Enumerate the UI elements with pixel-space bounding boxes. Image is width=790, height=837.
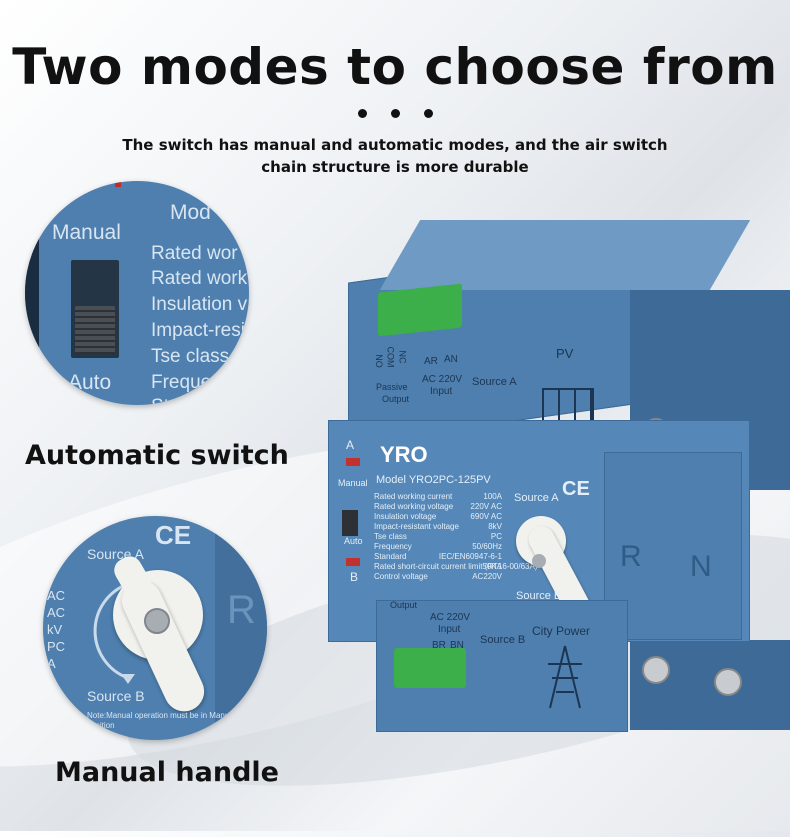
bottom-input-label: Input: [438, 624, 461, 635]
bottom-terminal-block: [394, 648, 466, 688]
terminal-ar: AR: [424, 356, 438, 367]
n-terminal-label: N: [690, 550, 712, 583]
manual-label: Manual: [338, 478, 368, 488]
spec-line: Insulation v: [151, 294, 248, 315]
indicator-b-led: [346, 558, 360, 566]
r-mark: R: [227, 588, 256, 632]
page-subtitle: The switch has manual and automatic mode…: [122, 136, 668, 176]
caption-automatic-switch: Automatic switch: [25, 440, 289, 471]
transfer-switch-device: NO COM NC AR AN Passive Output AC 220V I…: [320, 220, 790, 750]
side-label: kV: [47, 622, 63, 637]
spec-line: Frequen: [151, 372, 222, 393]
spec-row: Rated working current 100A: [374, 492, 502, 502]
mode-switch-knob[interactable]: [75, 306, 115, 354]
spec-label: Standard: [374, 552, 407, 561]
label-auto: Auto: [68, 371, 112, 394]
spec-line: Rated wor: [151, 243, 238, 264]
spec-label: Rated working current: [374, 492, 453, 501]
spec-value: 50KA: [482, 562, 502, 571]
indicator-a-led: [346, 458, 360, 466]
ce-mark: CE: [155, 520, 192, 550]
bottom-output-label: Output: [390, 600, 418, 610]
indicator-b-label: B: [350, 570, 359, 584]
passive-label: Passive: [376, 382, 408, 392]
manual-note: Note:Manual operation must be in Manual …: [87, 711, 236, 730]
spec-row: Insulation voltage 690V AC: [374, 512, 502, 522]
spec-line: Stand: [151, 396, 201, 405]
terminal-no: NO: [373, 354, 384, 368]
spec-row: Rated short-circuit current limit (RT16-…: [374, 562, 537, 572]
spec-value: 690V AC: [470, 512, 502, 521]
spec-row: Control voltage AC220V: [374, 572, 502, 582]
spec-row: Frequency 50/60Hz: [374, 542, 502, 552]
label-mode: Mod: [170, 201, 211, 224]
source-a-front-label: Source A: [514, 492, 559, 504]
handle-screw-icon: [144, 608, 170, 634]
mode-switch[interactable]: [342, 510, 358, 536]
spec-value: 220V AC: [470, 502, 502, 511]
spec-line: Tse class: [151, 346, 230, 367]
spec-line: Impact-resi: [151, 320, 245, 341]
spec-label: Tse class: [374, 532, 407, 541]
spec-row: Standard IEC/EN60947-6-1: [374, 552, 502, 562]
terminal-bn: BN: [450, 640, 464, 651]
solar-panel-icon: [542, 388, 594, 422]
spec-row: Impact-resistant voltage 8kV: [374, 522, 502, 532]
power-tower-icon: [548, 645, 582, 709]
spec-label: Insulation voltage: [374, 512, 437, 521]
spec-value: 100A: [483, 492, 502, 501]
title-dots: [0, 103, 790, 122]
output-label: Output: [382, 394, 410, 404]
source-b-front-label: Source B: [516, 590, 562, 602]
side-label: AC: [47, 605, 66, 620]
city-power-label: City Power: [532, 624, 591, 638]
ac-input-label: AC 220V: [422, 374, 463, 385]
spec-value: PC: [490, 532, 502, 541]
breaker-block-lower: [630, 640, 790, 730]
top-housing-roof: [379, 220, 751, 290]
label-manual: Manual: [52, 221, 121, 244]
caption-manual-handle: Manual handle: [55, 757, 279, 788]
spec-row: Tse class PC: [374, 532, 502, 542]
pv-label: PV: [556, 346, 574, 361]
side-label: PC: [47, 639, 66, 654]
inset-manual-handle: CE Source A AC AC kV PC A R Source B Not…: [43, 516, 267, 740]
terminal-an: AN: [444, 354, 458, 365]
source-a-top-label: Source A: [472, 376, 517, 388]
brand-logo: YRO: [380, 442, 428, 467]
spec-row: Rated working voltage 220V AC: [374, 502, 502, 512]
spec-value: IEC/EN60947-6-1: [438, 552, 502, 561]
spec-line: Rated work: [151, 268, 248, 289]
source-b-label: Source B: [87, 688, 145, 704]
ce-mark: CE: [562, 478, 590, 500]
model-label: Model YRO2PC-125PV: [376, 474, 491, 486]
bottom-ac-input-label: AC 220V: [430, 612, 471, 623]
spec-label: Control voltage: [374, 572, 428, 581]
auto-label: Auto: [344, 536, 363, 546]
spec-value: 50/60Hz: [472, 542, 502, 551]
terminal-br: BR: [432, 640, 446, 651]
r-terminal-label: R: [620, 540, 642, 573]
side-label: A: [47, 656, 56, 671]
side-label: AC: [47, 588, 66, 603]
spec-value: AC220V: [472, 572, 502, 581]
inset-automatic-switch: Mod Manual Auto Rated wor Rated work Ins…: [25, 181, 249, 405]
page-title: Two modes to choose from: [12, 38, 778, 96]
spec-label: Impact-resistant voltage: [374, 522, 459, 531]
input-label: Input: [430, 386, 453, 397]
terminal-com: COM: [385, 346, 396, 368]
spec-label: Frequency: [374, 542, 412, 551]
screw-icon: [714, 668, 742, 696]
spec-label: Rated short-circuit current limit (RT16-…: [374, 562, 538, 571]
front-handle-screw-icon: [532, 554, 546, 568]
source-b-bottom-label: Source B: [480, 634, 526, 646]
screw-icon: [642, 656, 670, 684]
spec-label: Rated working voltage: [374, 502, 454, 511]
top-terminal-block: [378, 283, 462, 337]
indicator-a-label: A: [346, 438, 355, 452]
terminal-nc: NC: [397, 350, 408, 364]
spec-value: 8kV: [488, 522, 502, 531]
